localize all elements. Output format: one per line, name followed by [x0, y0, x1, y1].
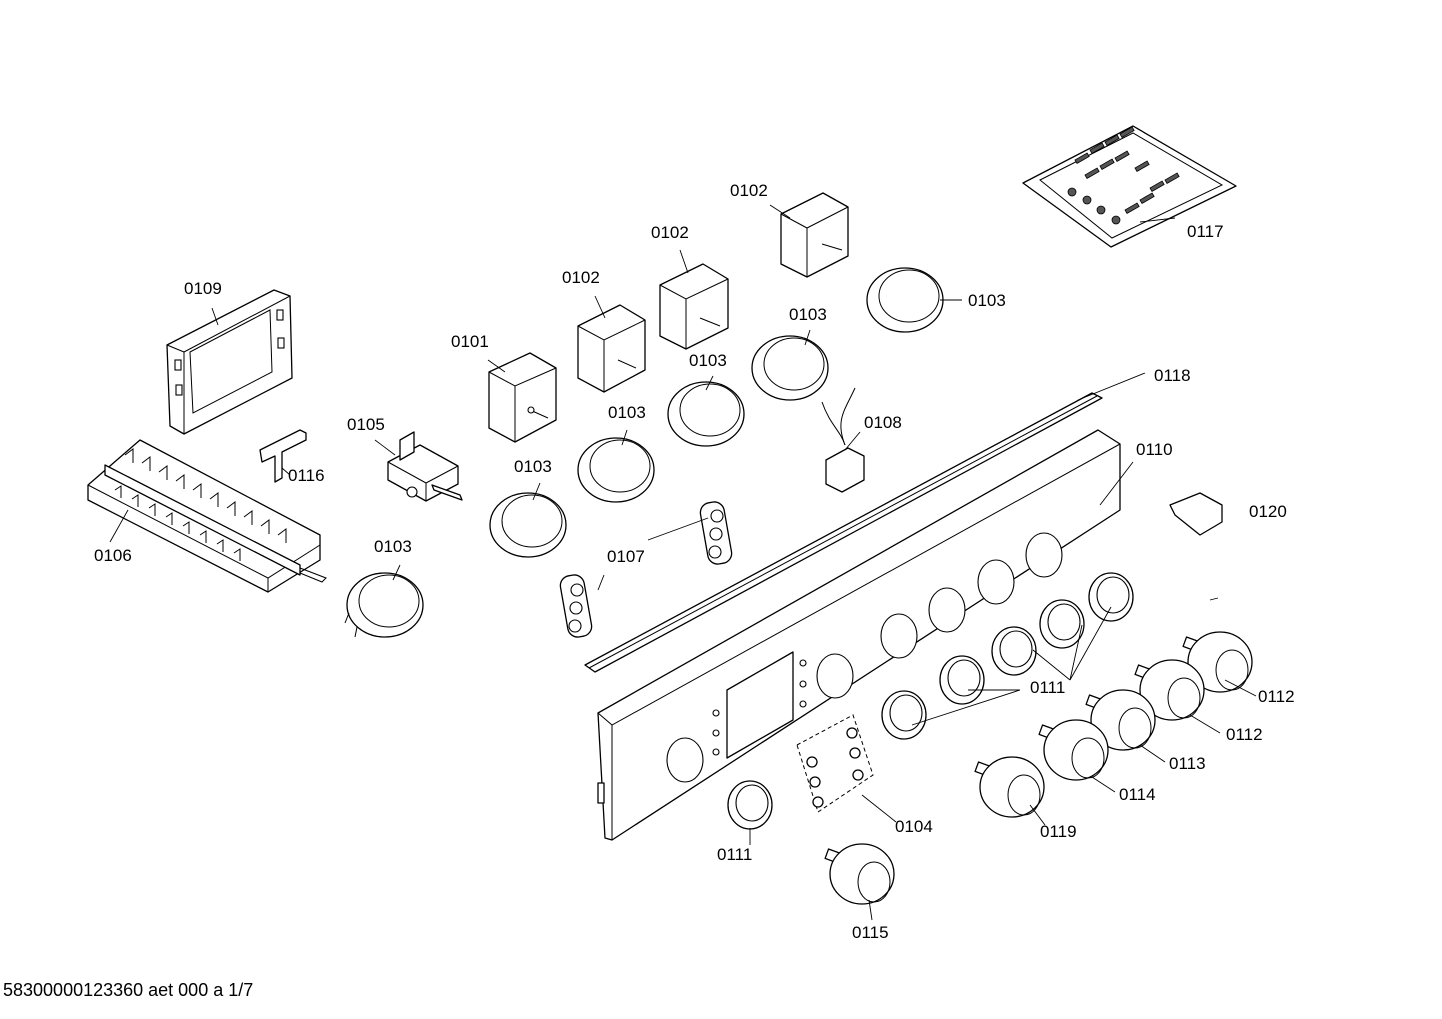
label-0103: 0103 — [374, 537, 412, 556]
label-0109: 0109 — [184, 279, 222, 298]
drawing-number-footer: 58300000123360 aet 000 a 1/7 — [3, 980, 254, 1000]
label-0112: 0112 — [1258, 687, 1295, 706]
label-0107: 0107 — [607, 547, 645, 566]
sensor-wire-part — [821, 387, 865, 493]
label-0116: 0116 — [288, 466, 325, 485]
label-0103: 0103 — [689, 351, 727, 370]
bracket-frame-part — [166, 289, 293, 435]
switch-0102-a-part — [577, 304, 646, 393]
clip-part — [259, 429, 307, 483]
label-0117: 0117 — [1187, 222, 1224, 241]
label-0103: 0103 — [608, 403, 646, 422]
switch-0102-b-part — [659, 263, 729, 350]
label-0103: 0103 — [968, 291, 1006, 310]
part-labels: 0101 0102 0102 0102 0103 0103 0103 0103 … — [94, 181, 1295, 942]
holder-0107-parts — [559, 501, 733, 638]
label-0110: 0110 — [1136, 440, 1173, 459]
leader-lines — [109, 204, 1257, 921]
label-0105: 0105 — [347, 415, 385, 434]
label-0113: 0113 — [1169, 754, 1206, 773]
label-0120: 0120 — [1249, 502, 1287, 521]
label-0103: 0103 — [789, 305, 827, 324]
label-0111: 0111 — [717, 845, 752, 864]
trim-strip-part — [584, 392, 1103, 673]
ring-0111-parts — [727, 572, 1134, 830]
clip-0120-part — [1169, 492, 1223, 536]
label-0102: 0102 — [562, 268, 600, 287]
label-0119: 0119 — [1040, 822, 1077, 841]
label-0118: 0118 — [1154, 366, 1191, 385]
screw-bag-part — [1022, 125, 1237, 248]
switch-0102-c-part — [780, 192, 849, 278]
label-0114: 0114 — [1119, 785, 1156, 804]
gas-tap-part — [387, 431, 463, 502]
knob-housing-parts — [344, 267, 944, 638]
screws-0104-part — [796, 714, 874, 813]
label-0102: 0102 — [651, 223, 689, 242]
label-0106: 0106 — [94, 546, 132, 565]
label-0111: 0111 — [1030, 678, 1065, 697]
label-0104: 0104 — [895, 817, 933, 836]
label-0102: 0102 — [730, 181, 768, 200]
label-0115: 0115 — [852, 923, 889, 942]
control-panel-part — [597, 429, 1121, 841]
terminal-block-part — [87, 439, 327, 593]
label-0103: 0103 — [514, 457, 552, 476]
switch-0101-part — [488, 352, 557, 443]
knob-parts — [824, 631, 1253, 905]
label-0108: 0108 — [864, 413, 902, 432]
label-0101: 0101 — [451, 332, 489, 351]
label-0112: 0112 — [1226, 725, 1263, 744]
